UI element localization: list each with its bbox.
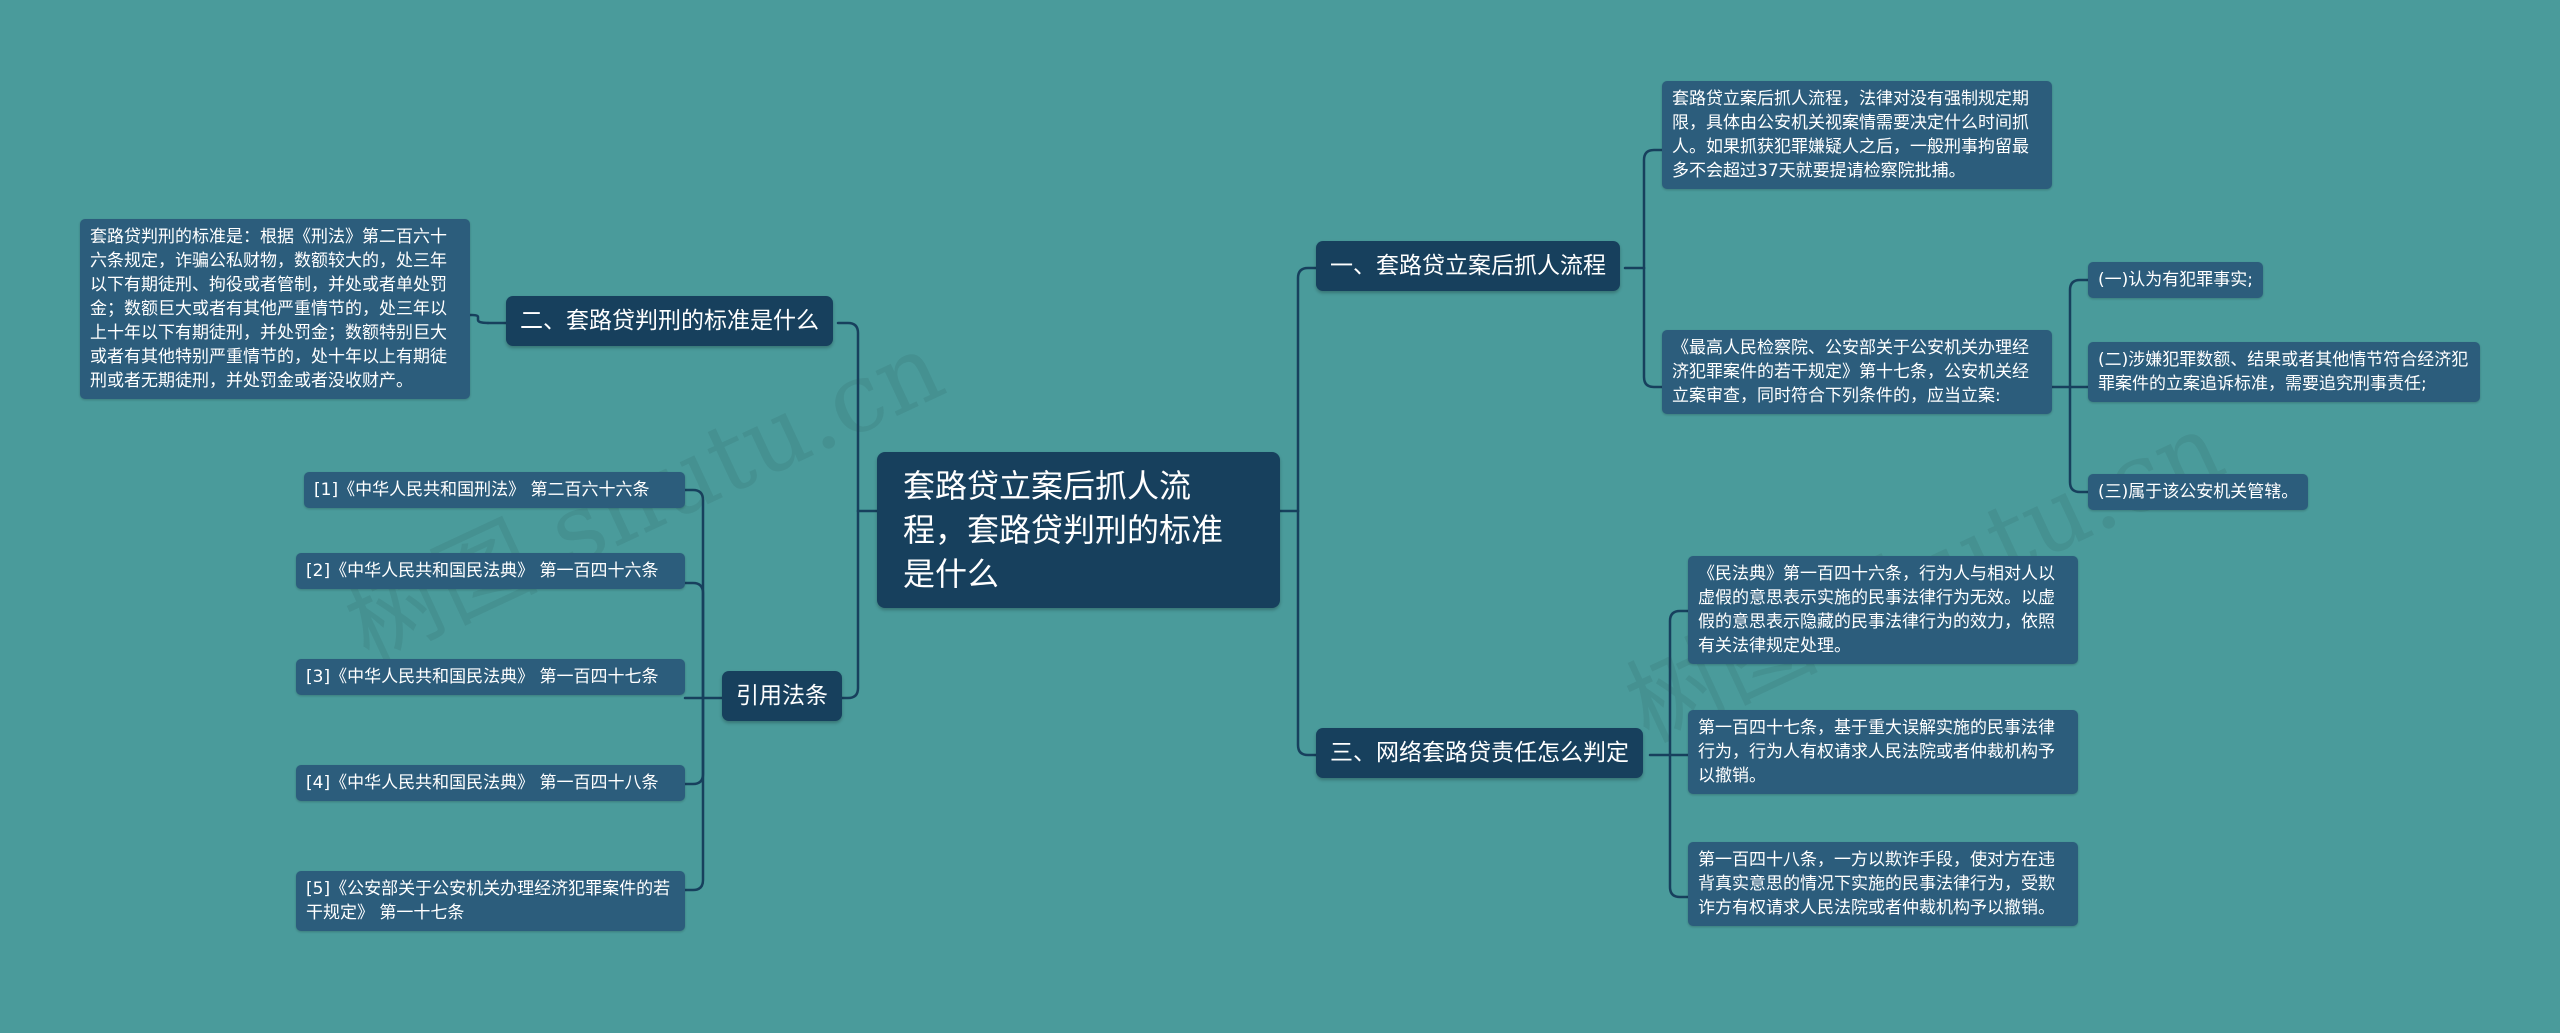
leaf-condition-2[interactable]: (二)涉嫌犯罪数额、结果或者其他情节符合经济犯罪案件的立案追诉标准，需要追究刑事… — [2088, 342, 2480, 402]
leaf-citation-3[interactable]: [3]《中华人民共和国民法典》 第一百四十七条 — [296, 659, 685, 695]
root-topic[interactable]: 套路贷立案后抓人流程，套路贷判刑的标准是什么 — [877, 452, 1280, 608]
leaf-condition-1[interactable]: (一)认为有犯罪事实; — [2088, 262, 2263, 298]
leaf-citation-4[interactable]: [4]《中华人民共和国民法典》 第一百四十八条 — [296, 765, 685, 801]
leaf-filing-conditions[interactable]: 《最高人民检察院、公安部关于公安机关办理经济犯罪案件的若干规定》第十七条，公安机… — [1662, 330, 2052, 414]
leaf-sentencing-text[interactable]: 套路贷判刑的标准是：根据《刑法》第二百六十六条规定，诈骗公私财物，数额较大的，处… — [80, 219, 470, 399]
leaf-condition-3[interactable]: (三)属于该公安机关管辖。 — [2088, 474, 2309, 510]
leaf-citation-1[interactable]: [1]《中华人民共和国刑法》 第二百六十六条 — [304, 472, 685, 508]
branch-arrest-process[interactable]: 一、套路贷立案后抓人流程 — [1316, 241, 1620, 291]
leaf-citation-5[interactable]: [5]《公安部关于公安机关办理经济犯罪案件的若干规定》 第一十七条 — [296, 871, 685, 931]
leaf-civil-code-146[interactable]: 《民法典》第一百四十六条，行为人与相对人以虚假的意思表示实施的民事法律行为无效。… — [1688, 556, 2078, 664]
branch-cited-laws[interactable]: 引用法条 — [722, 671, 842, 721]
branch-sentencing-standard[interactable]: 二、套路贷判刑的标准是什么 — [506, 296, 833, 346]
leaf-civil-code-148[interactable]: 第一百四十八条，一方以欺诈手段，使对方在违背真实意思的情况下实施的民事法律行为，… — [1688, 842, 2078, 926]
leaf-citation-2[interactable]: [2]《中华人民共和国民法典》 第一百四十六条 — [296, 553, 685, 589]
leaf-civil-code-147[interactable]: 第一百四十七条，基于重大误解实施的民事法律行为，行为人有权请求人民法院或者仲裁机… — [1688, 710, 2078, 794]
branch-online-liability[interactable]: 三、网络套路贷责任怎么判定 — [1316, 728, 1643, 778]
leaf-arrest-process-text[interactable]: 套路贷立案后抓人流程，法律对没有强制规定期限，具体由公安机关视案情需要决定什么时… — [1662, 81, 2052, 189]
